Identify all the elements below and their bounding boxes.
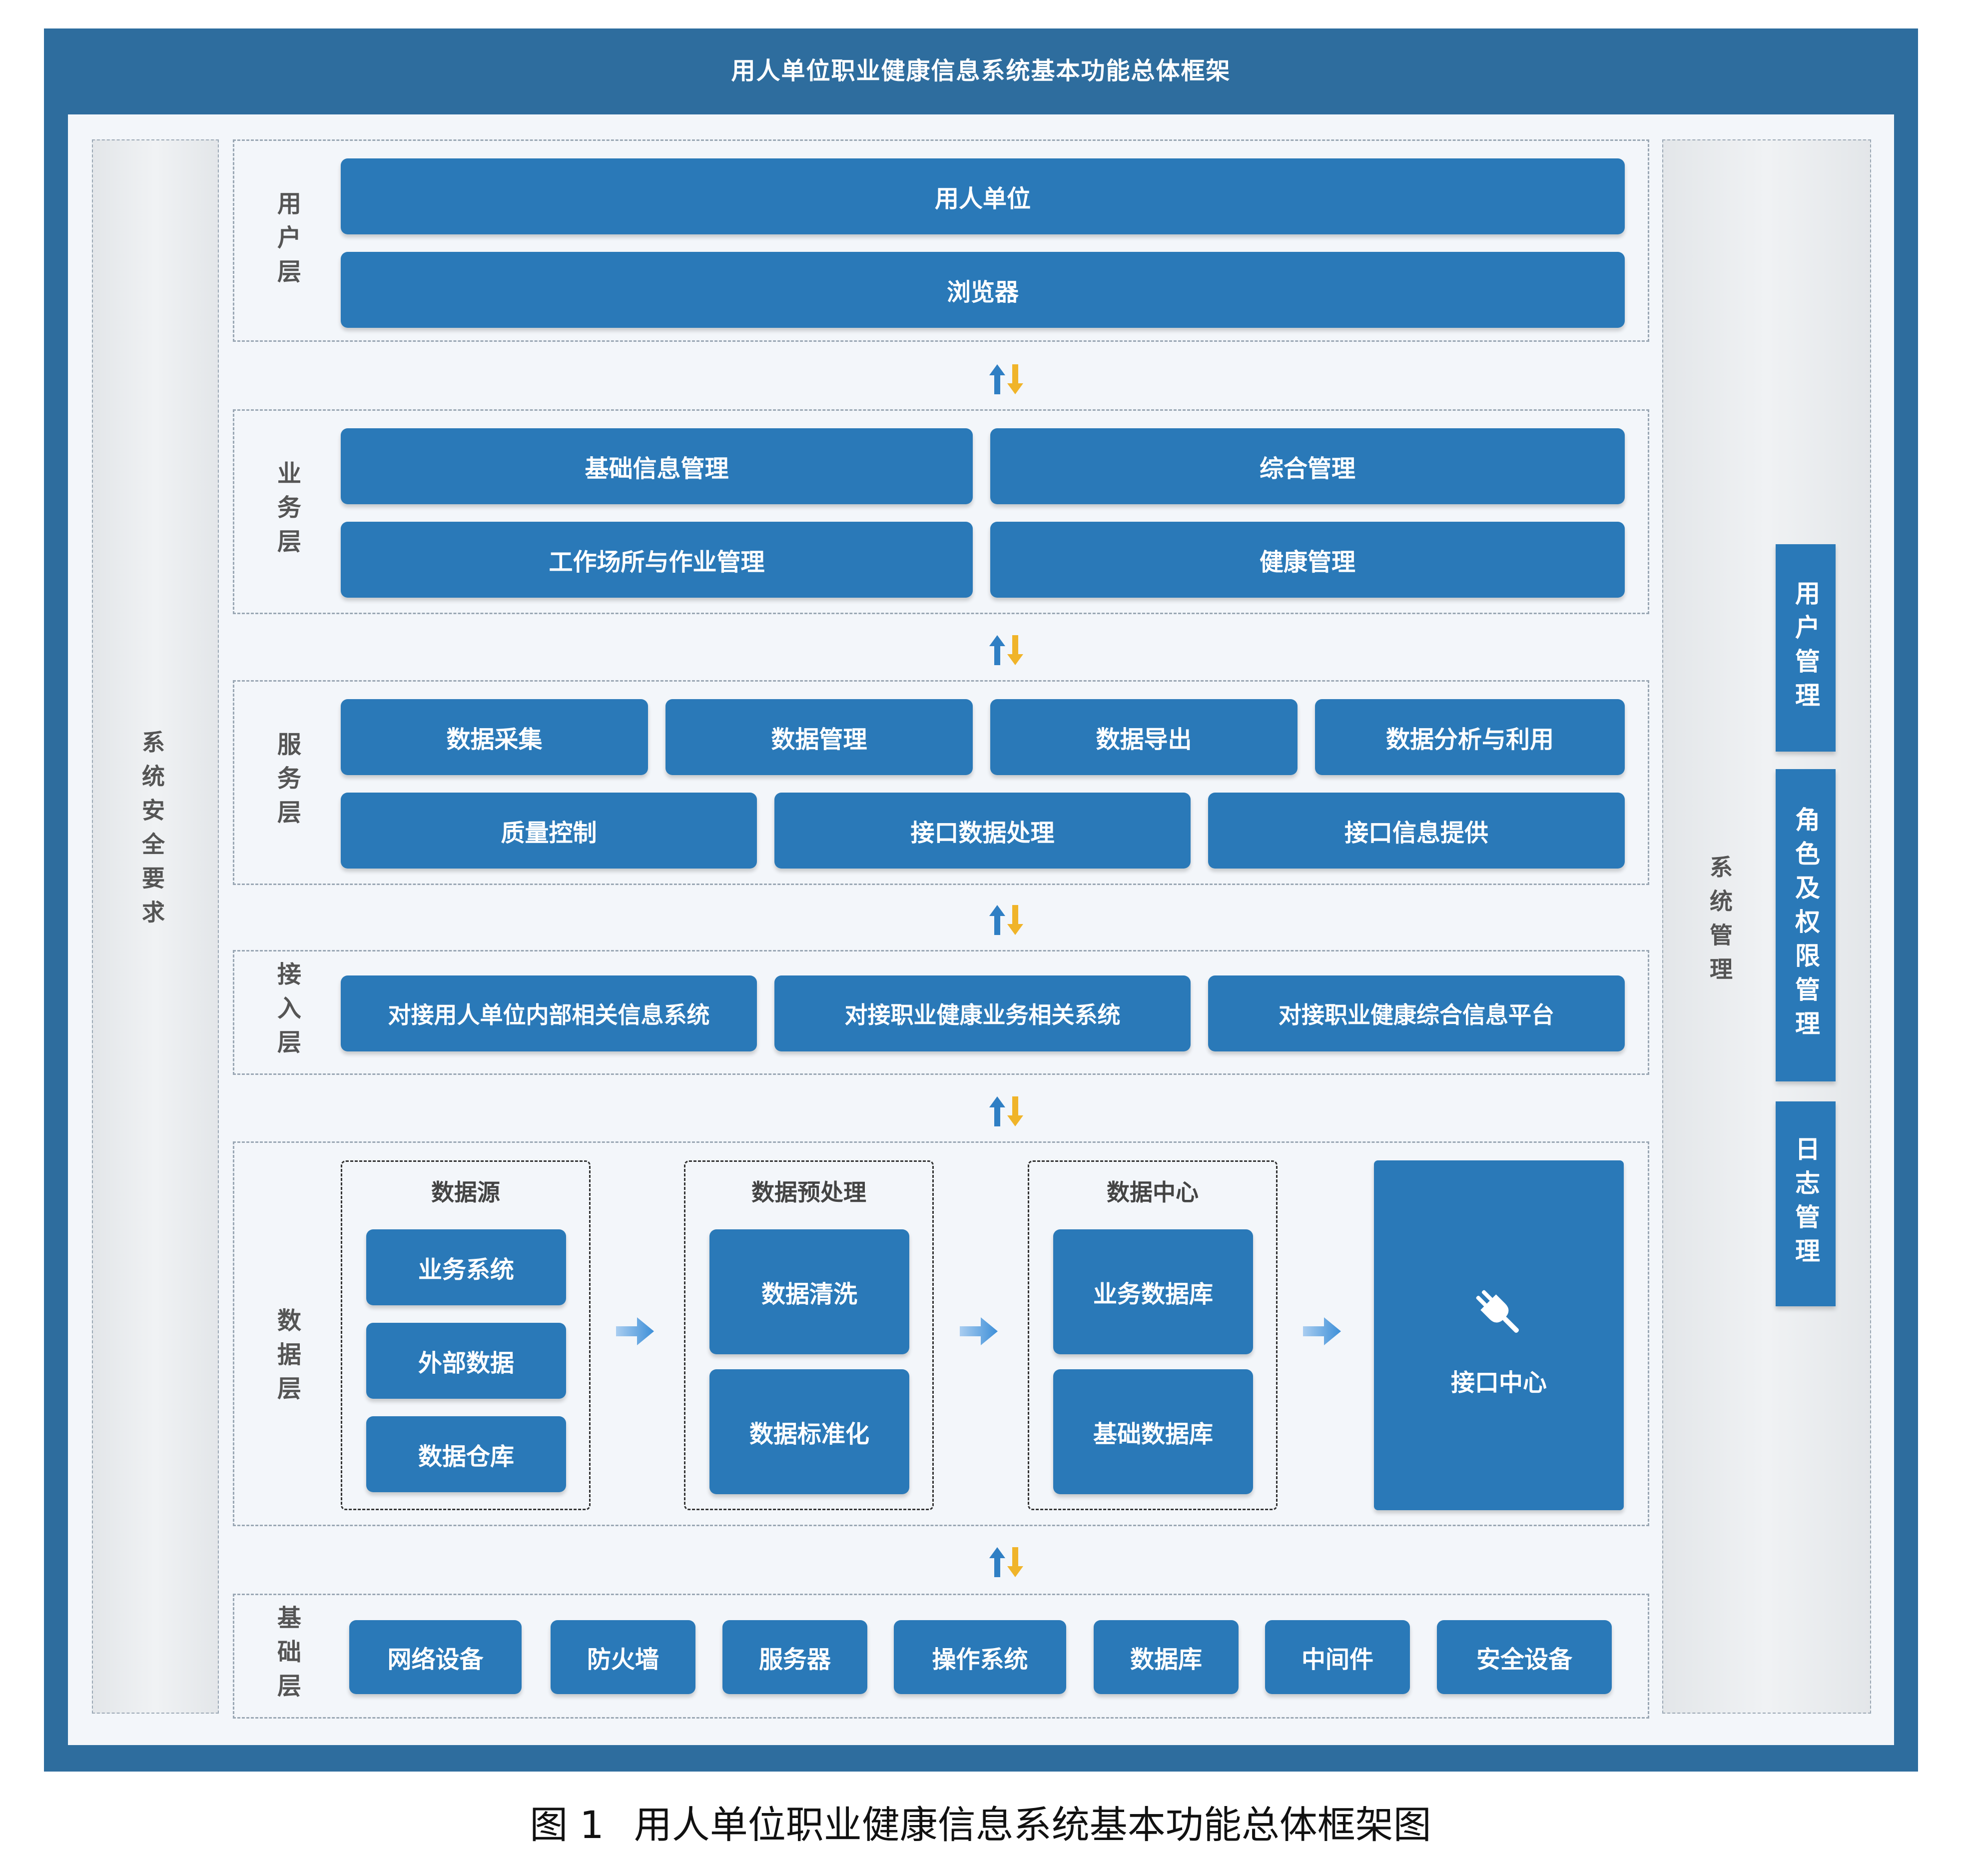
role-permission-management-box: 角色及权限管理 xyxy=(1776,769,1836,1081)
workplace-management-box: 工作场所与作业管理 xyxy=(341,522,973,598)
role-permission-label: 角色及权限管理 xyxy=(1791,806,1821,1044)
updown-arrow-icon xyxy=(989,364,1023,394)
user-layer: 用户层 用人单位 浏览器 xyxy=(233,139,1649,342)
interface-data-processing-box: 接口数据处理 xyxy=(774,793,1191,869)
data-source-title: 数据源 xyxy=(431,1179,500,1206)
health-management-box: 健康管理 xyxy=(990,522,1625,598)
internal-systems-box: 对接用人单位内部相关信息系统 xyxy=(341,975,757,1051)
data-export-box: 数据导出 xyxy=(990,699,1298,775)
server-box: 服务器 xyxy=(722,1620,867,1694)
figure-number: 图 1 xyxy=(530,1803,604,1847)
external-data-box: 外部数据 xyxy=(366,1323,566,1399)
preprocessing-title: 数据预处理 xyxy=(751,1179,866,1206)
interface-center-box: 接口中心 xyxy=(1374,1160,1624,1510)
data-center-title: 数据中心 xyxy=(1107,1179,1199,1206)
security-device-box: 安全设备 xyxy=(1437,1620,1612,1694)
integrated-platform-box: 对接职业健康综合信息平台 xyxy=(1208,975,1625,1051)
data-collection-box: 数据采集 xyxy=(341,699,648,775)
security-requirements-panel: 系统安全要求 xyxy=(92,139,219,1714)
data-center-group: 数据中心 业务数据库 基础数据库 xyxy=(1028,1160,1278,1510)
figure-caption: 图 1 用人单位职业健康信息系统基本功能总体框架图 xyxy=(0,1794,1961,1849)
data-layer: 数据层 数据源 业务系统 外部数据 数据仓库 数据预处理 数据清洗 数据标准化 … xyxy=(233,1141,1649,1526)
business-layer: 业务层 基础信息管理 综合管理 工作场所与作业管理 健康管理 xyxy=(233,409,1649,614)
data-layer-label: 数据层 xyxy=(273,1308,301,1410)
interface-center-label: 接口中心 xyxy=(1450,1369,1547,1397)
comprehensive-management-box: 综合管理 xyxy=(990,428,1625,504)
log-management-box: 日志管理 xyxy=(1776,1101,1836,1306)
updown-arrow-icon xyxy=(989,1096,1023,1126)
right-arrow-icon xyxy=(960,1317,998,1345)
right-arrow-icon xyxy=(1303,1317,1341,1345)
data-management-box: 数据管理 xyxy=(665,699,973,775)
right-arrow-icon xyxy=(616,1317,654,1345)
data-cleaning-box: 数据清洗 xyxy=(709,1229,909,1354)
service-layer: 服务层 数据采集 数据管理 数据导出 数据分析与利用 质量控制 接口数据处理 接… xyxy=(233,680,1649,885)
browser-box: 浏览器 xyxy=(341,252,1625,328)
business-database-box: 业务数据库 xyxy=(1053,1229,1253,1354)
basic-info-management-box: 基础信息管理 xyxy=(341,428,973,504)
data-source-group: 数据源 业务系统 外部数据 数据仓库 xyxy=(341,1160,591,1510)
data-standardization-box: 数据标准化 xyxy=(709,1369,909,1494)
access-layer-label: 接入层 xyxy=(273,961,301,1063)
business-layer-label: 业务层 xyxy=(273,461,301,563)
quality-control-box: 质量控制 xyxy=(341,793,757,869)
basic-database-box: 基础数据库 xyxy=(1053,1369,1253,1494)
operating-system-box: 操作系统 xyxy=(894,1620,1066,1694)
log-management-label: 日志管理 xyxy=(1791,1136,1821,1272)
framework-frame: 用人单位职业健康信息系统基本功能总体框架 系统安全要求 系统管理 用户层 用人单… xyxy=(44,28,1918,1772)
user-management-label: 用户管理 xyxy=(1791,580,1821,716)
interface-info-provision-box: 接口信息提供 xyxy=(1208,793,1625,869)
diagram-canvas: 系统安全要求 系统管理 用户层 用人单位 浏览器 业务层 基础信息管理 综合管理… xyxy=(68,114,1894,1745)
plug-icon xyxy=(1476,1290,1519,1333)
network-device-box: 网络设备 xyxy=(349,1620,522,1694)
user-management-box: 用户管理 xyxy=(1776,544,1836,752)
system-management-label: 系统管理 xyxy=(1706,855,1733,991)
data-warehouse-box: 数据仓库 xyxy=(366,1416,566,1492)
system-management-panel: 系统管理 xyxy=(1662,139,1871,1714)
business-system-box: 业务系统 xyxy=(366,1229,566,1305)
middleware-box: 中间件 xyxy=(1265,1620,1410,1694)
infrastructure-layer: 基础层 网络设备 防火墙 服务器 操作系统 数据库 中间件 安全设备 xyxy=(233,1594,1649,1719)
security-requirements-label: 系统安全要求 xyxy=(138,730,165,934)
business-systems-box: 对接职业健康业务相关系统 xyxy=(774,975,1191,1051)
preprocessing-group: 数据预处理 数据清洗 数据标准化 xyxy=(684,1160,934,1510)
updown-arrow-icon xyxy=(989,1547,1023,1577)
diagram-title: 用人单位职业健康信息系统基本功能总体框架 xyxy=(731,57,1231,85)
figure-caption-text: 用人单位职业健康信息系统基本功能总体框架图 xyxy=(634,1803,1431,1847)
data-analysis-box: 数据分析与利用 xyxy=(1315,699,1625,775)
infrastructure-layer-label: 基础层 xyxy=(273,1605,301,1707)
database-box: 数据库 xyxy=(1094,1620,1239,1694)
service-layer-label: 服务层 xyxy=(273,732,301,834)
access-layer: 接入层 对接用人单位内部相关信息系统 对接职业健康业务相关系统 对接职业健康综合… xyxy=(233,950,1649,1075)
firewall-box: 防火墙 xyxy=(551,1620,695,1694)
user-layer-label: 用户层 xyxy=(273,191,301,293)
employer-box: 用人单位 xyxy=(341,158,1625,234)
updown-arrow-icon xyxy=(989,905,1023,935)
updown-arrow-icon xyxy=(989,635,1023,665)
